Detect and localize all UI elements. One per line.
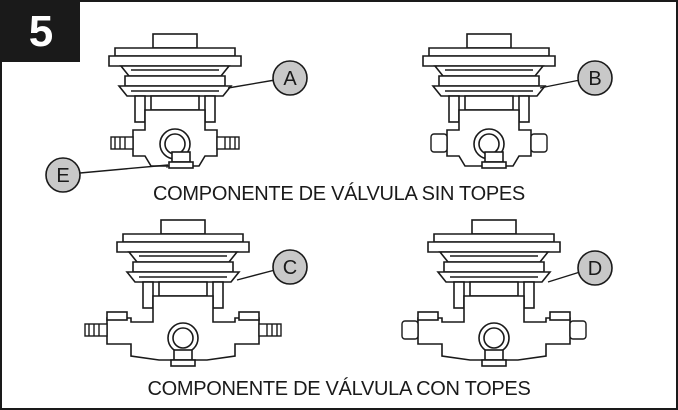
valve-b-drawing bbox=[422, 33, 556, 167]
valve-a-cap bbox=[168, 151, 194, 169]
callout-e-leader bbox=[79, 164, 169, 174]
caption-valve-with-stops: COMPONENTE DE VÁLVULA CON TOPES bbox=[147, 378, 531, 400]
callout-c-leader bbox=[236, 269, 276, 281]
callout-a-leader bbox=[227, 79, 276, 89]
valve-c-cap bbox=[170, 349, 196, 367]
callout-e-label: E bbox=[56, 165, 69, 187]
valve-a-drawing bbox=[108, 33, 242, 168]
callout-a-label: A bbox=[283, 68, 297, 90]
callout-a: A bbox=[272, 60, 308, 96]
callout-b-leader bbox=[539, 79, 581, 89]
valve-d-drawing bbox=[401, 219, 587, 361]
step-number-badge: 5 bbox=[2, 2, 80, 62]
caption-valve-without-stops: COMPONENTE DE VÁLVULA SIN TOPES bbox=[153, 183, 525, 205]
callout-d-leader bbox=[547, 271, 581, 283]
callout-c: C bbox=[272, 249, 308, 285]
valve-c-drawing bbox=[84, 219, 282, 361]
callout-d: D bbox=[577, 250, 613, 286]
callout-d-label: D bbox=[588, 258, 602, 280]
valve-b-cap bbox=[481, 151, 507, 169]
callout-b-label: B bbox=[588, 68, 601, 90]
callout-b: B bbox=[577, 60, 613, 96]
callout-e: E bbox=[45, 157, 81, 193]
callout-c-label: C bbox=[283, 257, 297, 279]
valve-d-cap bbox=[481, 349, 507, 367]
